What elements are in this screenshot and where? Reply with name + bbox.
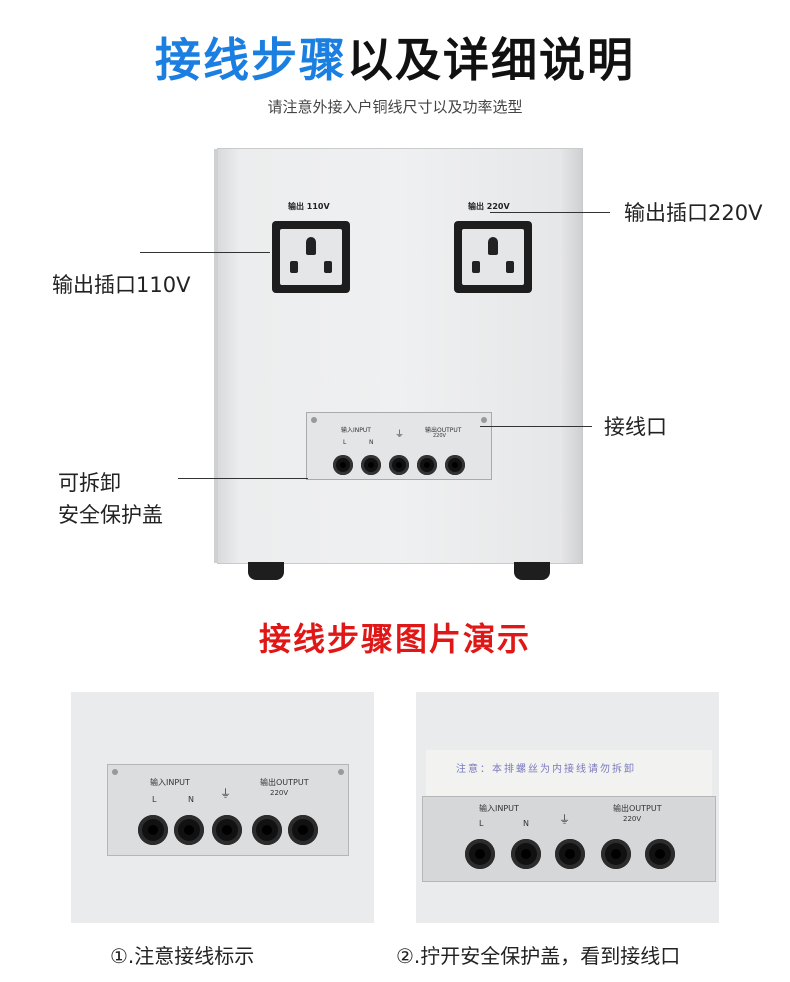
plate-voltage: 220V — [270, 789, 289, 797]
panel-l-label: L — [343, 439, 347, 446]
terminal-jack — [252, 815, 282, 845]
socket-110v — [272, 221, 350, 293]
terminal-jack — [138, 815, 168, 845]
plate-output-label: 输出OUTPUT — [260, 778, 309, 787]
page-title-blue: 接线步骤 — [155, 33, 347, 87]
plate-n-label: N — [188, 795, 194, 804]
plate-l-label: L — [479, 819, 484, 828]
socket-left-label: 输出 110V — [288, 202, 330, 211]
terminal-plate: 输入INPUT ⏚ 输出OUTPUT 220V L N — [107, 764, 349, 856]
caption-step2: ②.拧开安全保护盖，看到接线口 — [396, 944, 681, 968]
terminal-jack — [212, 815, 242, 845]
device-foot-left — [248, 562, 284, 580]
ground-icon: ⏚ — [220, 787, 231, 800]
panel-voltage: 220V — [433, 433, 446, 439]
terminal-jack — [445, 455, 465, 475]
terminal-jack — [288, 815, 318, 845]
removed-cover: 输入INPUT ⏚ 输出OUTPUT 220V L N — [422, 796, 716, 882]
screw-icon — [112, 769, 118, 775]
plate-output-label: 输出OUTPUT — [613, 804, 662, 813]
plate-input-label: 输入INPUT — [150, 778, 190, 787]
screw-icon — [311, 417, 317, 423]
callout-output-110: 输出插口110V — [52, 273, 191, 297]
terminal-jack — [555, 839, 585, 869]
callout-line-110 — [140, 252, 270, 253]
terminal-jack — [417, 455, 437, 475]
callout-line-cover — [178, 478, 308, 479]
plate-voltage: 220V — [623, 815, 642, 823]
terminal-jack — [174, 815, 204, 845]
terminal-jack — [333, 455, 353, 475]
callout-cover-line1: 可拆卸 — [58, 471, 121, 495]
device-foot-right — [514, 562, 550, 580]
callout-terminal: 接线口 — [604, 415, 667, 439]
photo-step1: 输入INPUT ⏚ 输出OUTPUT 220V L N — [71, 692, 374, 923]
ground-icon: ⏚ — [395, 430, 405, 440]
warning-text: 注意：本排螺丝为内接线请勿拆卸 — [456, 764, 636, 775]
socket-right-label: 输出 220V — [468, 202, 510, 211]
plate-input-label: 输入INPUT — [479, 804, 519, 813]
terminal-jack — [361, 455, 381, 475]
plate-l-label: L — [152, 795, 157, 804]
callout-output-220: 输出插口220V — [624, 201, 763, 225]
callout-line-terminal — [480, 426, 592, 427]
ground-icon: ⏚ — [559, 813, 570, 826]
internal-terminal-strip — [426, 750, 712, 800]
panel-input-label: 输入INPUT — [341, 427, 371, 434]
callout-line-220 — [490, 212, 610, 213]
terminal-jack — [465, 839, 495, 869]
terminal-jack — [645, 839, 675, 869]
screw-icon — [481, 417, 487, 423]
terminal-panel: 输入INPUT ⏚ 输出OUTPUT 220V L N — [306, 412, 492, 480]
terminal-jack — [601, 839, 631, 869]
panel-n-label: N — [369, 439, 374, 446]
transformer-device: 输出 110V 输出 220V — [214, 148, 583, 564]
page-subtitle: 请注意外接入户铜线尺寸以及功率选型 — [267, 98, 523, 116]
socket-220v — [454, 221, 532, 293]
screw-icon — [338, 769, 344, 775]
panel-output-label: 输出OUTPUT — [425, 427, 462, 434]
terminal-jack — [389, 455, 409, 475]
page-title-black: 以及详细说明 — [347, 33, 635, 87]
terminal-jack — [511, 839, 541, 869]
callout-cover-line2: 安全保护盖 — [58, 503, 163, 527]
page-title: 接线步骤以及详细说明 — [0, 24, 790, 90]
plate-n-label: N — [523, 819, 529, 828]
section-title: 接线步骤图片演示 — [258, 620, 531, 658]
photo-step2: 注意：本排螺丝为内接线请勿拆卸 输入INPUT ⏚ 输出OUTPUT 220V … — [416, 692, 719, 923]
caption-step1: ①.注意接线标示 — [110, 944, 255, 968]
